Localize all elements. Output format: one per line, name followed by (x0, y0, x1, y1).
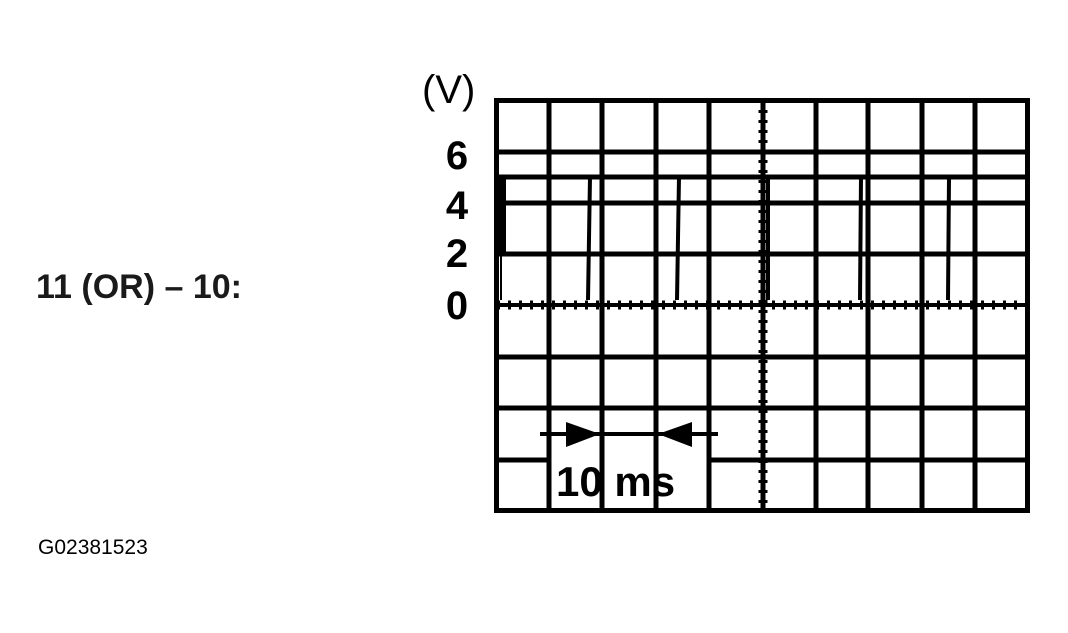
signal-trace (497, 174, 1028, 301)
arrow-left-icon (658, 422, 692, 447)
time-scale-annotation (540, 420, 718, 450)
y-tick-4: 4 (445, 184, 469, 228)
y-tick-0: 0 (445, 284, 469, 328)
arrow-right-icon (566, 422, 600, 447)
signal-label: 11 (OR) – 10: (36, 268, 242, 306)
y-axis-unit: (V) (422, 68, 476, 112)
figure-id: G02381523 (38, 536, 148, 559)
time-scale-label: 10 ms (556, 458, 676, 505)
grid-border (494, 98, 1030, 513)
y-tick-6: 6 (445, 134, 469, 178)
y-tick-2: 2 (445, 232, 469, 276)
